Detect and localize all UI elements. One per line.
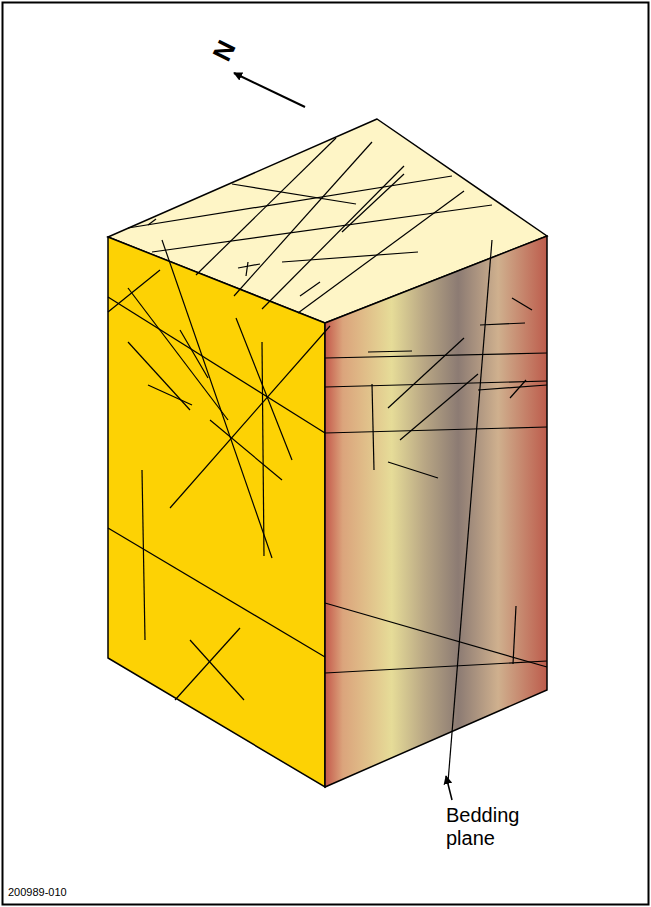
figure-number: 200989-010 (8, 886, 128, 899)
left-face (108, 237, 325, 787)
north-arrow (234, 73, 305, 107)
frame (3, 3, 649, 905)
fractures-left (108, 240, 330, 700)
fractures-right (325, 240, 547, 782)
feature-label: Bedding plane (446, 804, 546, 850)
north-label: N (205, 31, 245, 71)
leader-line (446, 776, 452, 800)
fractures-top (128, 138, 492, 313)
right-face (325, 236, 547, 787)
